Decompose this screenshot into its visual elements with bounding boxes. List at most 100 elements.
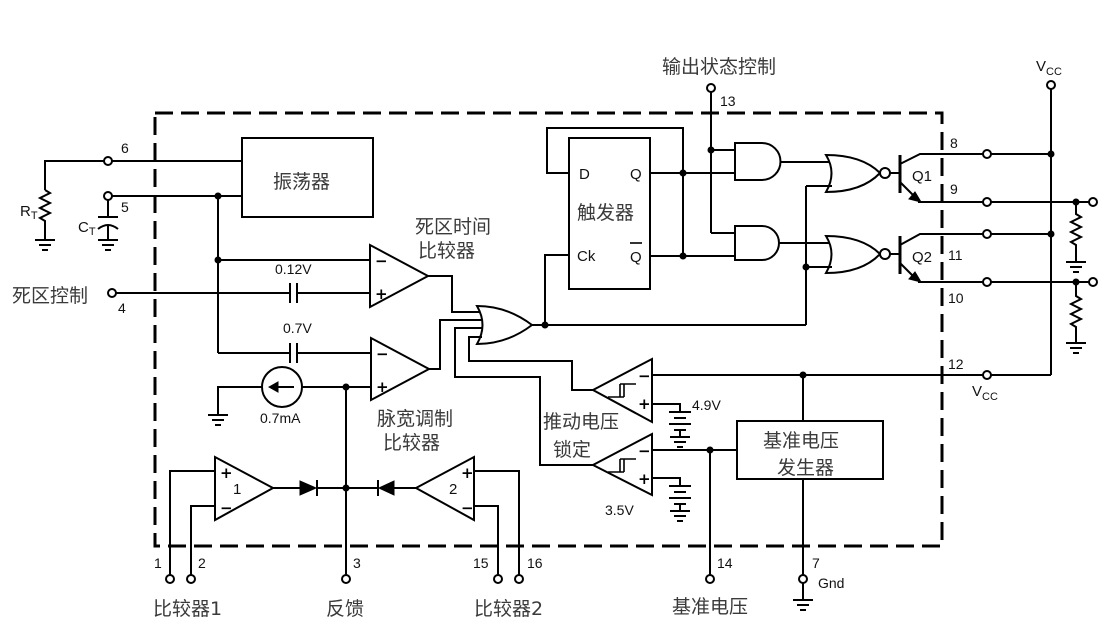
ff-q-label: Q bbox=[630, 166, 642, 183]
pin7-terminal bbox=[798, 574, 808, 584]
error-amp-2-label: 2 bbox=[449, 481, 457, 498]
pin3-terminal bbox=[341, 574, 351, 584]
pin14-terminal bbox=[705, 574, 715, 584]
pin9-terminal bbox=[982, 197, 992, 207]
rt-label: RT bbox=[20, 203, 38, 222]
transistor-q2-icon bbox=[890, 233, 983, 283]
minus-sign: − bbox=[376, 345, 389, 363]
uvlo-comparator-lower bbox=[590, 432, 653, 497]
wire-pin16 bbox=[474, 470, 520, 575]
dead-time-comparator bbox=[369, 243, 431, 309]
error-amp-1-label: 1 bbox=[233, 481, 241, 498]
minus-sign: − bbox=[638, 442, 651, 460]
plus-sign: + bbox=[220, 464, 233, 482]
pin8-label: 8 bbox=[950, 135, 958, 151]
vcc-top-label: VCC bbox=[1036, 58, 1062, 78]
uvlo-comparator-upper bbox=[590, 357, 653, 424]
reference-voltage-label: 基准电压 bbox=[672, 596, 748, 618]
pin16-terminal bbox=[514, 574, 524, 584]
ground-icon bbox=[793, 599, 813, 611]
resistor-load1-icon bbox=[1068, 202, 1084, 262]
wire-pin2 bbox=[190, 505, 215, 575]
wire-upper-plus bbox=[652, 403, 681, 412]
pin13-terminal bbox=[706, 83, 716, 93]
nor2-bubble bbox=[879, 248, 891, 260]
hysteresis-icon bbox=[608, 383, 636, 398]
wire-pin15 bbox=[474, 505, 499, 575]
pin15-label: 15 bbox=[473, 555, 489, 571]
pin7-label: 7 bbox=[812, 555, 820, 571]
pin2-terminal bbox=[186, 574, 196, 584]
wire-pin1 bbox=[169, 470, 215, 575]
q1-label: Q1 bbox=[912, 168, 932, 185]
minus-sign: − bbox=[375, 252, 388, 270]
and-gate-2 bbox=[734, 225, 780, 261]
ct-label: CT bbox=[78, 219, 96, 238]
wire-lock-upper bbox=[468, 336, 593, 391]
diode-2-icon bbox=[377, 480, 395, 496]
reference-generator-label-2: 发生器 bbox=[777, 457, 834, 479]
pin9-label: 9 bbox=[950, 181, 958, 197]
dead-time-offset-value: 0.12V bbox=[275, 261, 312, 277]
capacitor-ct-icon bbox=[97, 200, 119, 240]
nor-gate-2 bbox=[824, 234, 882, 275]
wire-lower-plus bbox=[652, 477, 681, 486]
pin1-label: 1 bbox=[154, 555, 162, 571]
drive-lock-label-1: 推动电压 bbox=[543, 411, 619, 433]
pin1-terminal bbox=[165, 574, 175, 584]
vcc-pin12-label: VCC bbox=[972, 383, 998, 403]
error-amplifier-1 bbox=[214, 455, 276, 522]
dead-time-control-label: 死区控制 bbox=[12, 285, 88, 307]
ground-icon bbox=[670, 510, 690, 522]
ground-icon bbox=[670, 436, 690, 448]
drive-lock-label-2: 锁定 bbox=[553, 439, 591, 461]
pin6-terminal bbox=[103, 156, 113, 166]
wire-dt-out bbox=[428, 275, 482, 313]
wire-current-gnd bbox=[217, 386, 262, 415]
pwm-comparator-label-2: 比较器 bbox=[383, 432, 440, 454]
pin16-label: 16 bbox=[527, 555, 543, 571]
pin12-terminal bbox=[982, 370, 992, 380]
junction-dot bbox=[1047, 230, 1055, 238]
ff-qbar-label: Q bbox=[630, 249, 642, 266]
pwm-comparator-label-1: 脉宽调制 bbox=[377, 408, 453, 430]
comparator-2-label: 比较器2 bbox=[474, 598, 543, 620]
junction-dot bbox=[802, 263, 810, 271]
pin11-terminal bbox=[982, 229, 992, 239]
pin15-terminal bbox=[493, 574, 503, 584]
diode-1-icon bbox=[299, 480, 318, 496]
ground-icon bbox=[208, 414, 228, 426]
gnd-label: Gnd bbox=[818, 575, 844, 591]
pin10-label: 10 bbox=[948, 290, 964, 306]
reference-generator-block bbox=[736, 420, 884, 480]
wire-lock-lower bbox=[454, 327, 593, 466]
error-amplifier-2 bbox=[413, 455, 475, 522]
pin8-terminal bbox=[982, 149, 992, 159]
q1-emitter-arrow-icon bbox=[908, 191, 923, 203]
comparator-1-label: 比较器1 bbox=[153, 598, 222, 620]
pin13-label: 13 bbox=[720, 93, 736, 109]
dead-time-comparator-label-2: 比较器 bbox=[418, 240, 475, 262]
junction-dot bbox=[679, 169, 687, 177]
pin11-label: 11 bbox=[948, 247, 963, 263]
pin14-label: 14 bbox=[717, 555, 733, 571]
pwm-offset-value: 0.7V bbox=[283, 320, 312, 336]
q2-emitter-arrow-icon bbox=[908, 271, 923, 283]
ff-ck-label: Ck bbox=[577, 248, 596, 265]
plus-sign: + bbox=[638, 470, 651, 488]
minus-sign: − bbox=[220, 499, 233, 517]
output2-terminal bbox=[1088, 277, 1098, 287]
or-gate bbox=[475, 304, 534, 346]
reference-generator-label-1: 基准电压 bbox=[763, 430, 839, 452]
pin5-terminal bbox=[103, 191, 113, 201]
plus-sign: + bbox=[461, 464, 474, 482]
hysteresis-icon bbox=[608, 458, 636, 473]
ground-icon bbox=[1066, 342, 1086, 354]
minus-sign: − bbox=[638, 367, 651, 385]
output1-terminal bbox=[1088, 197, 1098, 207]
vcc-terminal bbox=[1046, 80, 1056, 90]
ground-icon bbox=[98, 239, 118, 251]
q2-label: Q2 bbox=[912, 249, 932, 266]
battery-4.9v-icon bbox=[669, 411, 691, 437]
